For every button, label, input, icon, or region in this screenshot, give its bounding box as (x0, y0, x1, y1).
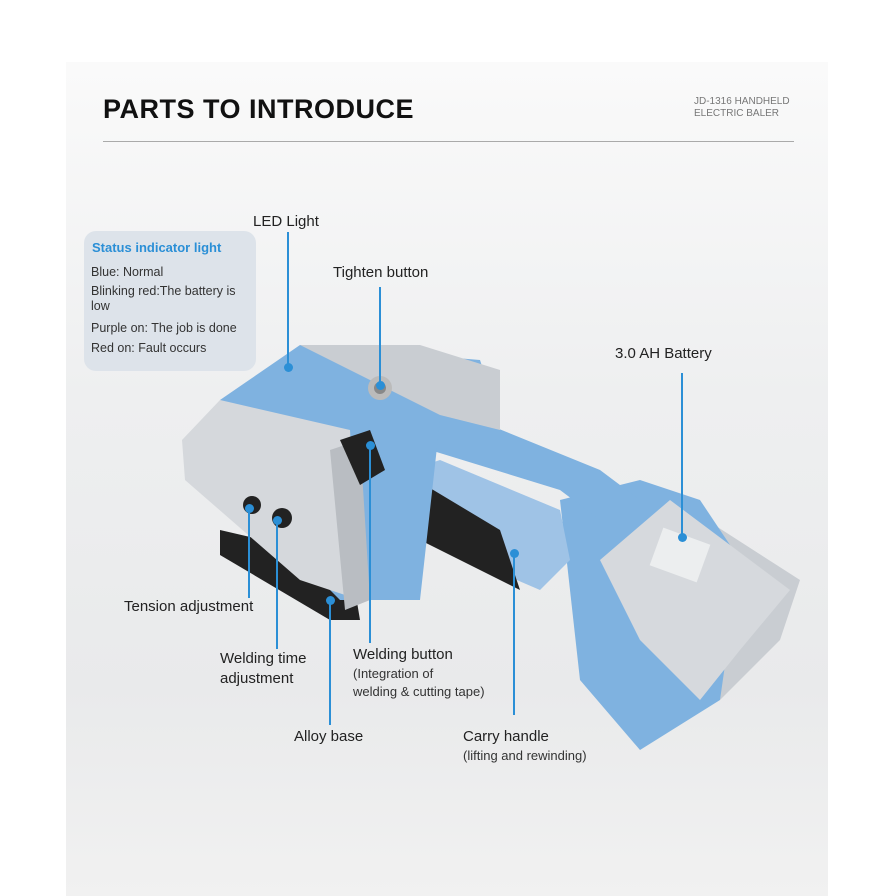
page-title: PARTS TO INTRODUCE (103, 94, 415, 124)
welding-button-leader-line (369, 445, 371, 643)
label-line: Welding time (220, 650, 307, 667)
tension-leader-line (248, 508, 250, 598)
tighten-button-label: Tighten button (333, 264, 429, 281)
tension-marker-dot (245, 504, 254, 513)
tighten-marker-dot (376, 381, 385, 390)
battery-leader-line (681, 373, 683, 537)
alloy-base-marker-dot (326, 596, 335, 605)
alloy-base-leader-line (329, 600, 331, 725)
status-item: Red on: Fault occurs (91, 341, 207, 355)
status-item: Blinking red:The battery is low (91, 284, 236, 313)
welding-button-label: Welding button (Integration of welding &… (353, 645, 485, 701)
tighten-leader-line (379, 287, 381, 385)
subtitle-line: JD-1316 HANDHELD (694, 96, 790, 107)
status-indicator-panel (84, 231, 256, 371)
led-light-label: LED Light (253, 213, 319, 230)
label-line: adjustment (220, 670, 294, 687)
subtitle-line: ELECTRIC BALER (694, 108, 780, 119)
alloy-base-label: Alloy base (294, 728, 364, 745)
status-item: Blue: Normal (91, 265, 164, 279)
label-note: welding & cutting tape) (353, 684, 485, 699)
product-model: JD-1316 HANDHELD ELECTRIC BALER (694, 96, 790, 120)
status-item: Purple on: The job is done (91, 321, 237, 335)
divider (103, 141, 794, 142)
led-marker-dot (284, 363, 293, 372)
battery-marker-dot (678, 533, 687, 542)
label-note: (lifting and rewinding) (463, 748, 587, 763)
battery-label: 3.0 AH Battery (615, 345, 712, 362)
welding-time-leader-line (276, 520, 278, 649)
label-line: Carry handle (463, 728, 549, 745)
welding-button-marker-dot (366, 441, 375, 450)
carry-handle-leader-line (513, 553, 515, 715)
carry-handle-label: Carry handle (lifting and rewinding) (463, 727, 587, 765)
welding-time-marker-dot (273, 516, 282, 525)
led-leader-line (287, 232, 289, 367)
label-note: (Integration of (353, 666, 434, 681)
tension-adjustment-label: Tension adjustment (124, 598, 254, 615)
status-panel-title: Status indicator light (92, 240, 222, 255)
label-line: Welding button (353, 646, 453, 663)
carry-handle-marker-dot (510, 549, 519, 558)
welding-time-label: Welding time adjustment (220, 649, 306, 689)
